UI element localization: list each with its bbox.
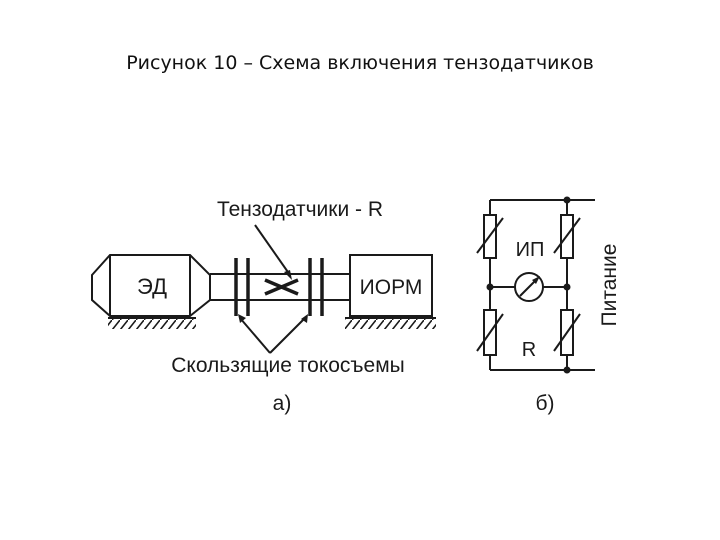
load-ground <box>345 317 436 329</box>
load-unit: ИОРМ <box>349 254 433 317</box>
diagram-a: ЭД ИОРМ <box>91 198 436 415</box>
caption-a: а) <box>273 392 292 415</box>
resistor-label: R <box>522 339 536 361</box>
sensors-leader <box>254 224 292 280</box>
slip-rings-left <box>234 258 250 316</box>
diagram-b: ИП R Питание б) <box>476 196 621 415</box>
meter-label: ИП <box>516 239 545 261</box>
meter-icon <box>514 272 544 302</box>
slip-rings-right <box>308 258 324 316</box>
gauge-bottom-left <box>476 309 504 356</box>
motor-ground <box>108 317 196 329</box>
sensors-label: Тензодатчики - R <box>217 198 383 221</box>
load-label: ИОРМ <box>360 276 423 299</box>
motor-label: ЭД <box>137 274 167 299</box>
gauge-top-left <box>476 214 504 259</box>
figure-caption: Рисунок 10 – Схема включения тензодатчик… <box>126 52 594 74</box>
shaft <box>210 273 350 301</box>
bridge-nodes <box>486 196 571 374</box>
slip-rings-leaders <box>238 314 308 354</box>
electric-motor: ЭД <box>91 254 211 317</box>
gauge-top-right <box>553 214 581 259</box>
slip-rings-label: Скользящие токосъемы <box>171 354 405 377</box>
gauge-bottom-right <box>553 309 581 356</box>
power-label: Питание <box>598 244 621 327</box>
caption-b: б) <box>535 392 554 415</box>
strain-gauge-cross <box>264 278 299 296</box>
